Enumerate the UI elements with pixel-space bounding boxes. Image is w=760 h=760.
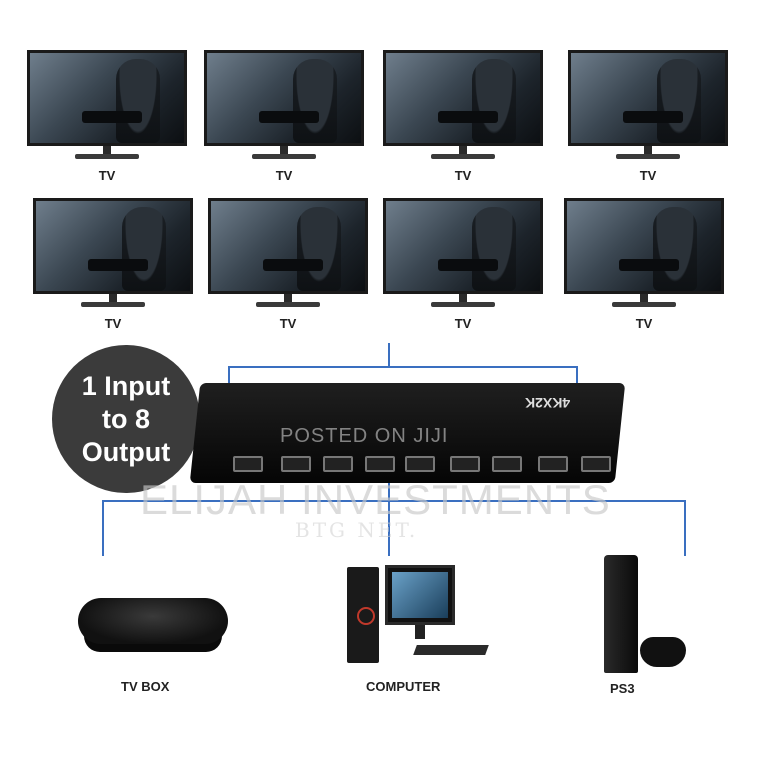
tv-label: TV (454, 316, 472, 331)
badge-line1: 1 Input (81, 370, 171, 401)
tv-label: TV (98, 168, 116, 183)
input-wire-bus (102, 500, 686, 502)
gamepad-icon (640, 637, 686, 667)
watermark-posted: POSTED ON JIJI (280, 425, 449, 447)
tv-screen (564, 198, 724, 294)
tv-label: TV (635, 316, 653, 331)
tv-screen (27, 50, 187, 146)
hdmi-port (233, 456, 263, 472)
hdmi-port (450, 456, 480, 472)
hdmi-port (581, 456, 611, 472)
output-wire-bus (228, 366, 578, 368)
tv-screen (204, 50, 364, 146)
hdmi-port (281, 456, 311, 472)
tv-screen (208, 198, 368, 294)
tv-screen (568, 50, 728, 146)
input-wire-computer (388, 500, 390, 556)
ps3-image (600, 555, 690, 675)
output-wire-left (228, 366, 230, 388)
tv-screen (33, 198, 193, 294)
computer-image (345, 565, 490, 665)
device-brand: 4KX2K (525, 395, 571, 411)
output-wire-vertical (388, 343, 390, 367)
hdmi-port (538, 456, 568, 472)
hdmi-splitter: 4KX2K (189, 383, 626, 483)
input-wire-tvbox (102, 500, 104, 556)
hdmi-port (492, 456, 522, 472)
badge-line3: Output (81, 436, 171, 467)
watermark-seller: ELIJAH INVESTMENTS (140, 476, 611, 523)
tv-label: TV (454, 168, 472, 183)
input-output-badge: 1 Input to 8 Output (52, 345, 200, 493)
tv-box-label: TV BOX (121, 679, 170, 694)
ps3-label: PS3 (610, 681, 635, 696)
tv-box-image (78, 598, 228, 658)
input-wire-center (388, 483, 390, 501)
tv-screen (383, 198, 543, 294)
hdmi-input-port (405, 456, 435, 472)
computer-label: COMPUTER (366, 679, 441, 694)
tv-screen (383, 50, 543, 146)
output-wire-right (576, 366, 578, 388)
hdmi-port (323, 456, 353, 472)
tv-label: TV (104, 316, 122, 331)
tv-label: TV (639, 168, 657, 183)
tv-label: TV (279, 316, 297, 331)
hdmi-port (365, 456, 395, 472)
badge-line2: to 8 (101, 403, 150, 434)
input-wire-ps3 (684, 500, 686, 556)
watermark-sub: BTG NET. (295, 518, 419, 542)
tv-label: TV (275, 168, 293, 183)
